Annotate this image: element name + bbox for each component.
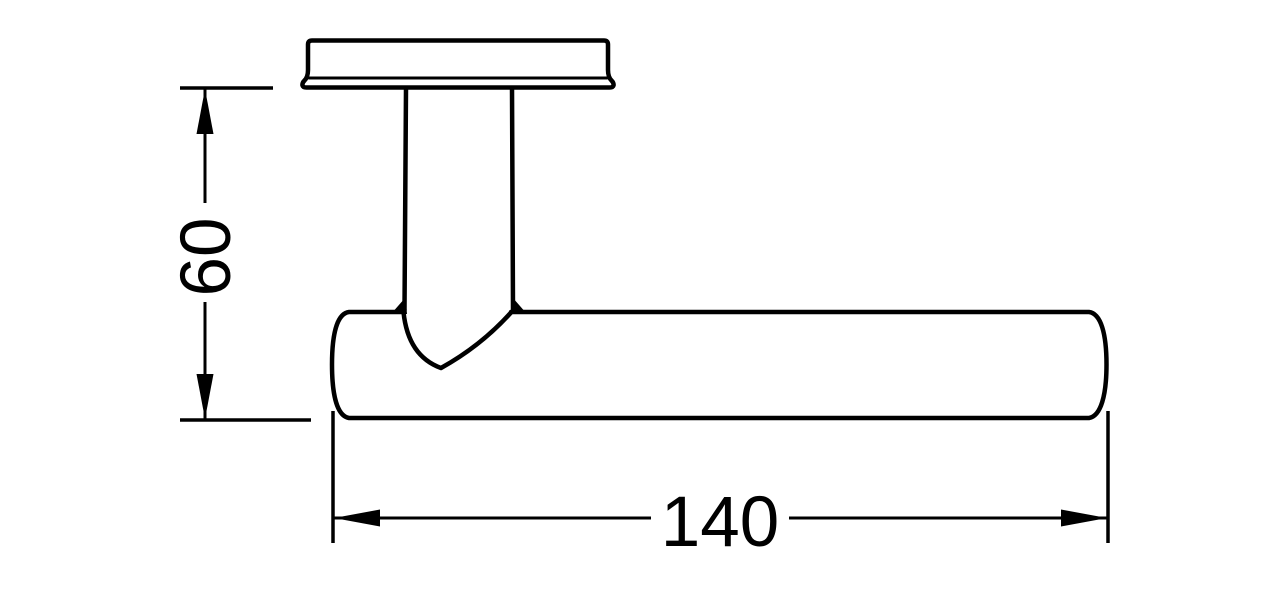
height-dimension-label: 60 (167, 218, 246, 297)
height-dimension: 60 (167, 86, 311, 422)
left-fillet (391, 297, 407, 314)
fillet-group (391, 297, 527, 314)
down-arrowhead-icon (196, 374, 214, 419)
neck-right-line (509, 85, 516, 313)
length-extension-lines (331, 411, 1110, 543)
height-extension-lines (180, 86, 311, 422)
up-arrowhead-icon (196, 89, 214, 134)
neck-left-line (402, 85, 409, 313)
left-arrowhead-icon (334, 509, 380, 527)
length-dimension-label: 140 (661, 483, 779, 562)
grip-bar-outline (329, 309, 1109, 421)
handle-outline-group (300, 38, 1109, 421)
rosette-outline (300, 38, 616, 90)
length-dimension: 140 (331, 411, 1110, 562)
right-arrowhead-icon (1061, 509, 1107, 527)
right-fillet (511, 297, 527, 314)
neck-grip-intersection-curve (401, 309, 514, 371)
